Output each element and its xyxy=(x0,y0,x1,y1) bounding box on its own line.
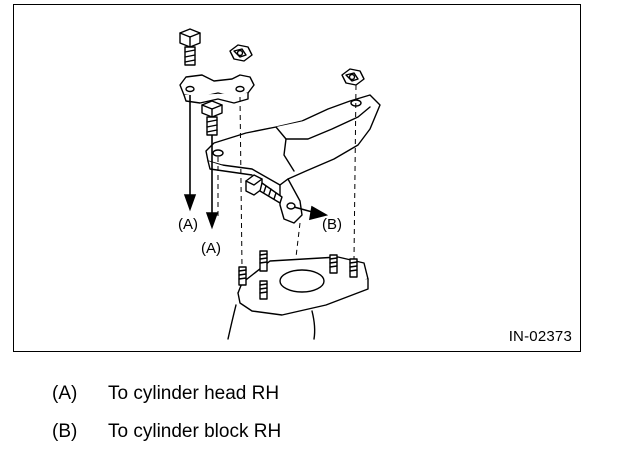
small-bracket xyxy=(179,74,255,104)
upper-bolt-left xyxy=(179,28,201,66)
direction-arrows xyxy=(183,95,329,230)
middle-bolt xyxy=(201,100,223,136)
legend-key-a: (A) xyxy=(52,383,78,404)
lower-mount-plate xyxy=(227,250,369,340)
legend-key-b: (B) xyxy=(52,421,78,442)
figure-frame: (A) (A) (B) IN-02373 xyxy=(13,4,581,352)
legend-item-a: (A) To cylinder head RH xyxy=(52,384,279,403)
main-mount-bracket xyxy=(205,94,381,224)
callout-b: (B) xyxy=(322,216,342,233)
alignment-lines xyxy=(217,84,357,268)
figure-id-label: IN-02373 xyxy=(508,328,572,345)
right-nut xyxy=(341,68,365,86)
engine-mount-exploded-diagram xyxy=(179,28,381,340)
callout-a-lower: (A) xyxy=(201,240,221,257)
side-bolt xyxy=(245,174,283,204)
upper-nut xyxy=(229,44,253,62)
callout-a-upper: (A) xyxy=(178,216,198,233)
legend-item-b: (B) To cylinder block RH xyxy=(52,422,281,441)
legend-text-b: To cylinder block RH xyxy=(108,421,282,442)
legend-text-a: To cylinder head RH xyxy=(108,383,280,404)
